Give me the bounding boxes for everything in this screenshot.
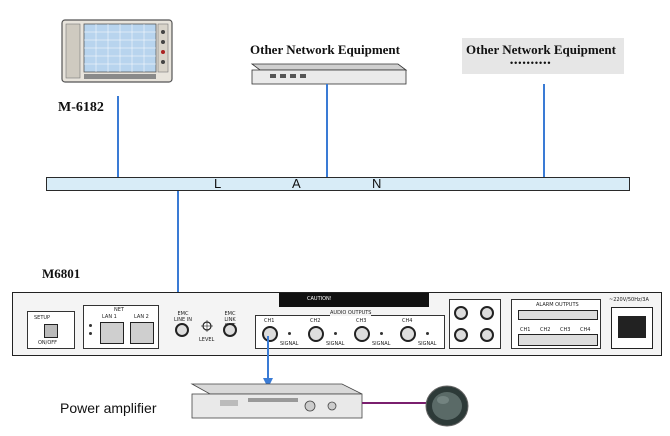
other-equipment-1-label: Other Network Equipment (250, 42, 400, 57)
alarm-terminal-bottom (518, 334, 598, 346)
net-label: NET (114, 307, 124, 313)
aux-jack-4 (480, 328, 494, 342)
alarm-ch2-label: CH2 (540, 327, 551, 333)
lan2-port (130, 322, 154, 344)
lan-letter-n: N (372, 176, 382, 191)
net-section: NET LAN 1 LAN 2 (83, 305, 159, 349)
ch2-signal-led (334, 332, 337, 335)
equipment2-lan-link (543, 84, 545, 178)
ch4-jack (400, 326, 416, 342)
lan2-label: LAN 2 (134, 314, 149, 320)
net-led-1 (89, 324, 92, 327)
emc-line-in-jack (175, 323, 189, 337)
lan-letter-l: L (214, 176, 222, 191)
power-amplifier-image (182, 382, 364, 422)
level-knob (201, 319, 213, 332)
level-label: LEVEL (199, 337, 215, 343)
net-led-2 (89, 332, 92, 335)
ch1-jack (262, 326, 278, 342)
lan1-label: LAN 1 (102, 314, 117, 320)
network-switch-image (248, 62, 408, 86)
ch1-to-amplifier-arrow (262, 336, 274, 388)
ch4-signal-label: SIGNAL (418, 341, 437, 347)
ch1-signal-label: SIGNAL (280, 341, 299, 347)
alarm-terminal-top (518, 310, 598, 320)
emc-line-in-label: EMC LINE IN (174, 311, 192, 323)
power-inlet-socket (618, 316, 646, 338)
m6182-label: M-6182 (58, 100, 104, 115)
m6801-rear-panel: SETUP ON/OFF NET LAN 1 LAN 2 EMC LINE IN… (12, 292, 662, 356)
emc-link-out-jack (223, 323, 237, 337)
switch-lan-link (326, 84, 328, 178)
ch3-signal-label: SIGNAL (372, 341, 391, 347)
more-devices-dots: •••••••••• (510, 58, 552, 68)
ch2-signal-label: SIGNAL (326, 341, 345, 347)
power-rating-label: ~220V/50Hz/3A (609, 297, 649, 303)
alarm-ch3-label: CH3 (560, 327, 571, 333)
aux-jack-1 (454, 306, 468, 320)
aux-jack-3 (454, 328, 468, 342)
alarm-ch4-label: CH4 (580, 327, 591, 333)
caution-label: CAUTION! (307, 296, 332, 302)
ch3-jack (354, 326, 370, 342)
audio-outputs-label: AUDIO OUTPUTS (330, 310, 372, 316)
ch2-jack (308, 326, 324, 342)
onoff-label: ON/OFF (38, 340, 58, 346)
other-equipment-2-box: Other Network Equipment •••••••••• (462, 38, 624, 74)
ceiling-speaker-image (424, 384, 470, 428)
m6182-lan-link (117, 96, 119, 178)
alarm-outputs-label: ALARM OUTPUTS (536, 302, 579, 308)
setup-switch (44, 324, 58, 338)
audio-outputs-section: AUDIO OUTPUTS CH1 CH2 CH3 CH4 SIGNAL SIG… (255, 310, 445, 349)
other-equipment-2-label: Other Network Equipment (466, 42, 616, 57)
ch3-label: CH3 (356, 318, 367, 324)
lan-letter-a: A (292, 176, 301, 191)
m6801-lan-link (177, 190, 179, 292)
ch4-label: CH4 (402, 318, 413, 324)
speaker-cable (362, 402, 428, 404)
alarm-outputs-section: ALARM OUTPUTS CH1 CH2 CH3 CH4 (511, 299, 601, 349)
setup-section: SETUP ON/OFF (27, 311, 75, 349)
ch3-signal-led (380, 332, 383, 335)
power-amplifier-label: Power amplifier (60, 400, 157, 416)
setup-label: SETUP (34, 315, 51, 321)
ch2-label: CH2 (310, 318, 321, 324)
lan1-port (100, 322, 124, 344)
lan-bus (46, 177, 630, 191)
m6182-device-image (60, 16, 174, 86)
alarm-ch1-label: CH1 (520, 327, 531, 333)
power-inlet (611, 307, 653, 349)
ch1-signal-led (288, 332, 291, 335)
ch1-label: CH1 (264, 318, 275, 324)
m6801-label: M6801 (42, 266, 81, 281)
aux-jacks-section (449, 299, 501, 349)
ch4-signal-led (426, 332, 429, 335)
caution-label-box (279, 293, 429, 307)
aux-jack-2 (480, 306, 494, 320)
